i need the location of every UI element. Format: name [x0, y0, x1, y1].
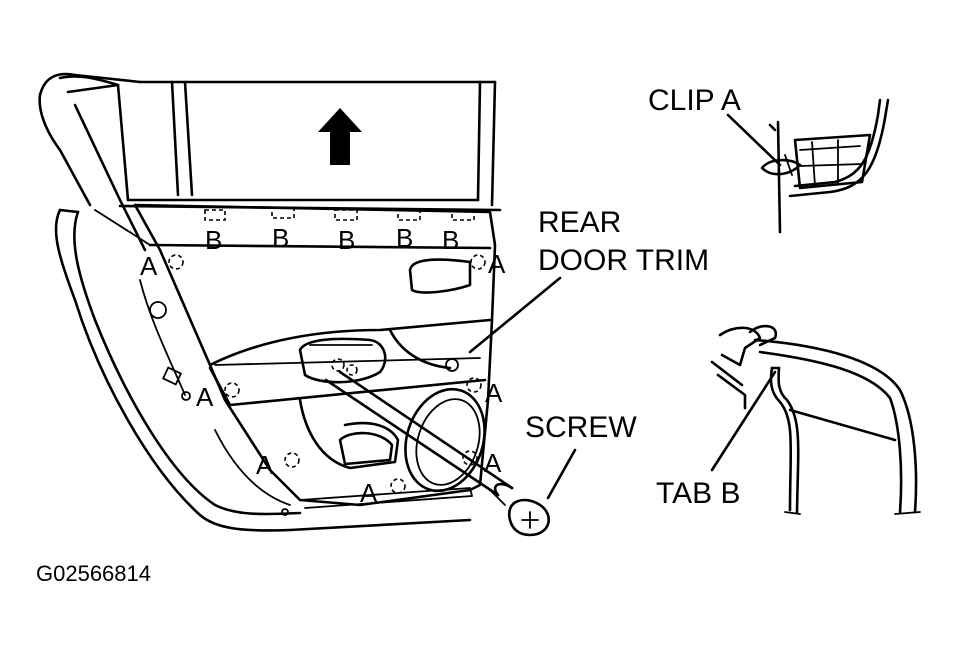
marker-b: B — [272, 223, 289, 253]
marker-b: B — [338, 225, 355, 255]
figure-code: G02566814 — [36, 561, 151, 586]
screw-label: SCREW — [525, 411, 637, 444]
trim-panel — [133, 203, 497, 509]
rear-door-trim-leader — [468, 276, 562, 354]
screw-leader — [546, 448, 577, 500]
marker-b: B — [396, 223, 413, 253]
clip-a-label: CLIP A — [648, 84, 741, 117]
screw-graphic — [324, 370, 550, 537]
a-clip-markers — [168, 254, 486, 494]
marker-a: A — [488, 249, 506, 279]
tab-b-label: TAB B — [656, 477, 740, 510]
clip-a-inset — [726, 98, 890, 234]
marker-a: A — [196, 382, 214, 412]
marker-b: B — [205, 225, 222, 255]
up-arrow-icon — [318, 108, 362, 165]
marker-b: B — [442, 225, 459, 255]
tab-b-inset — [710, 324, 921, 515]
marker-a: A — [485, 378, 503, 408]
rear-door-trim-label-line1: REAR — [538, 206, 621, 239]
b-clip-markers — [204, 207, 475, 221]
rear-door-trim-label-line2: DOOR TRIM — [538, 244, 709, 277]
marker-a: A — [360, 478, 378, 508]
tab-b-leader — [710, 370, 777, 472]
marker-a: A — [140, 251, 158, 281]
marker-a: A — [256, 450, 274, 480]
marker-a: A — [484, 448, 502, 478]
